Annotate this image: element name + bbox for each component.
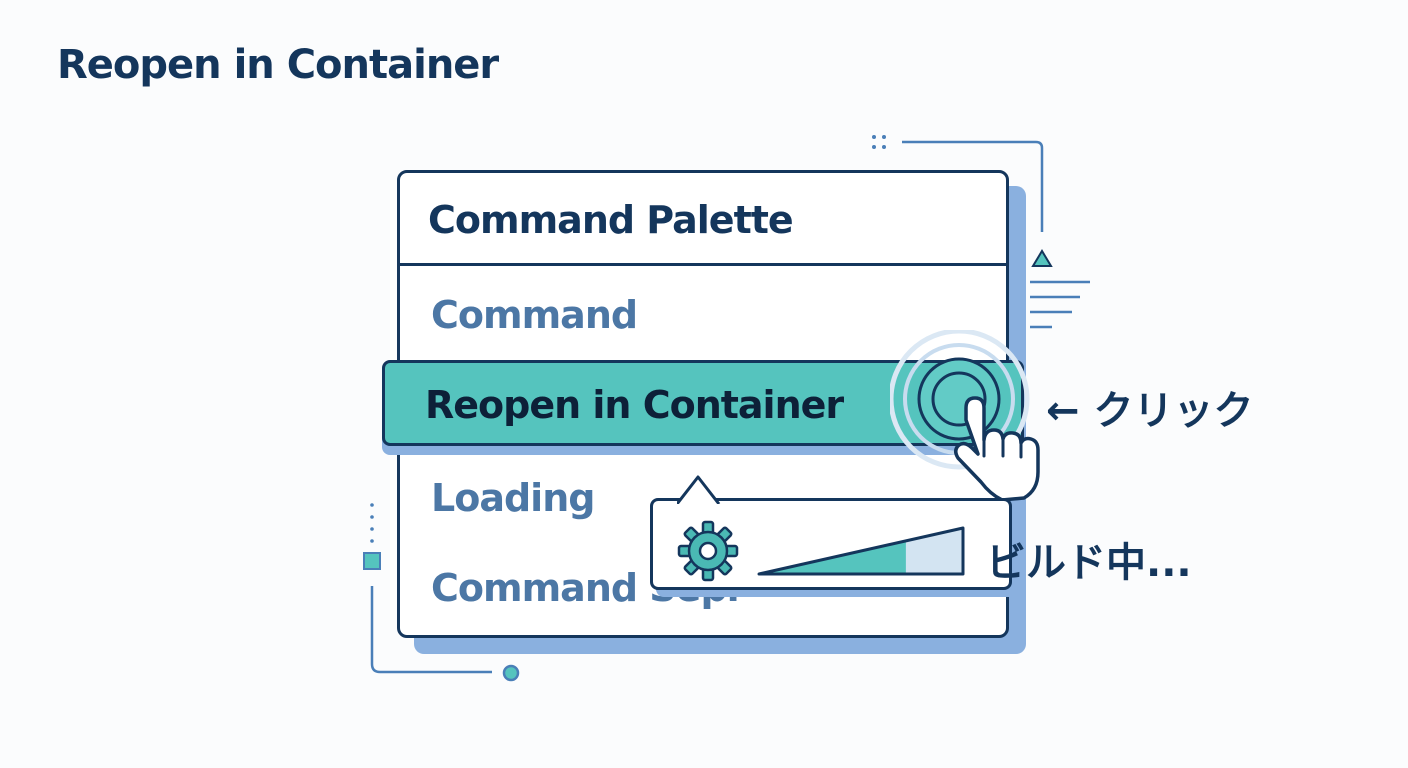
palette-title: Command Palette [400,173,1006,266]
build-status-card [650,475,1012,590]
palette-item-loading[interactable]: Loading [431,476,595,520]
page-title: Reopen in Container [57,42,499,88]
tooltip-pointer [677,475,721,504]
palette-item-reopen-in-container[interactable]: Reopen in Container [382,360,1024,446]
palette-item-command[interactable]: Command [431,293,638,337]
palette-item-label: Reopen in Container [425,383,844,427]
click-annotation: ← クリック [1046,388,1254,434]
build-status-text: ビルド中... [986,540,1192,586]
hand-cursor-icon [954,396,1040,502]
build-progress-bar [757,526,965,576]
gear-icon [677,520,739,582]
